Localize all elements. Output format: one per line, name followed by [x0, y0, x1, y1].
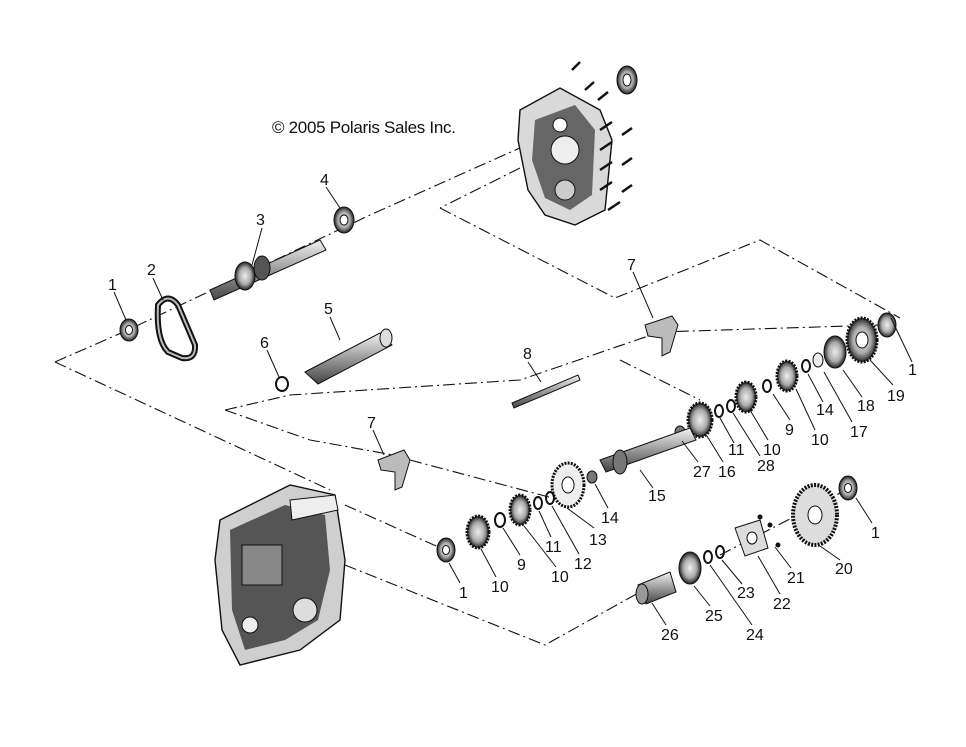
callout-1: 1 — [459, 585, 468, 602]
input-shaft-part-3 — [209, 239, 327, 301]
bearing-part-4 — [333, 206, 355, 234]
output-assembly — [635, 475, 858, 605]
callout-7: 7 — [627, 257, 636, 274]
bearing-part-1-left — [119, 318, 139, 342]
output-gear-line — [344, 564, 641, 646]
callout-23: 23 — [737, 585, 755, 602]
callout-9: 9 — [517, 557, 526, 574]
assembly-lines — [54, 129, 901, 646]
rear-case-cover — [517, 87, 613, 226]
callout-28: 28 — [757, 458, 775, 475]
o-ring-part-6 — [275, 376, 289, 392]
shift-shaft-part-5 — [304, 328, 393, 385]
callout-24: 24 — [746, 627, 764, 644]
callout-labels: 1 2 3 4 5 6 7 8 7 1 19 18 17 14 10 9 10 … — [108, 172, 917, 644]
callout-10: 10 — [811, 432, 829, 449]
bearing-to-case-line — [344, 504, 446, 551]
transmission-case — [214, 484, 346, 666]
callout-17: 17 — [850, 424, 868, 441]
callout-16: 16 — [718, 464, 736, 481]
shift-fork-upper-part-7 — [644, 315, 679, 357]
lower-fork-line — [224, 409, 411, 459]
callout-22: 22 — [773, 596, 791, 613]
upper-cover-outline-line — [439, 207, 901, 319]
callout-10: 10 — [551, 569, 569, 586]
callout-14: 14 — [816, 402, 834, 419]
lower-gear-stack — [436, 461, 598, 563]
callout-4: 4 — [320, 172, 329, 189]
callout-20: 20 — [835, 561, 853, 578]
callout-19: 19 — [887, 388, 905, 405]
callout-3: 3 — [256, 212, 265, 229]
callout-14: 14 — [601, 510, 619, 527]
callout-2: 2 — [147, 262, 156, 279]
fork-rail-part-8 — [511, 374, 581, 409]
leader-lines — [113, 186, 913, 626]
cover-seal — [616, 65, 638, 95]
fork-shaft-axis-line — [224, 324, 881, 411]
callout-9: 9 — [785, 422, 794, 439]
callout-8: 8 — [523, 346, 532, 363]
copyright-notice: © 2005 Polaris Sales Inc. — [272, 118, 456, 137]
callout-18: 18 — [857, 398, 875, 415]
callout-11: 11 — [545, 539, 562, 556]
main-shaft-axis-line — [54, 129, 561, 363]
cover-bolts — [571, 61, 633, 212]
callout-1: 1 — [871, 525, 880, 542]
callout-6: 6 — [260, 335, 269, 352]
cover-edge-line — [439, 167, 521, 209]
drive-chain-part-2 — [154, 295, 199, 362]
lower-shaft-axis-line — [409, 459, 561, 501]
shift-fork-lower-part-7 — [377, 449, 411, 491]
callout-10: 10 — [491, 579, 509, 596]
callout-1: 1 — [108, 277, 117, 294]
callout-25: 25 — [705, 608, 723, 625]
left-axis-drop-line — [54, 361, 331, 491]
callout-21: 21 — [787, 570, 805, 587]
callout-27: 27 — [693, 464, 711, 481]
callout-10: 10 — [763, 442, 781, 459]
callout-1: 1 — [908, 362, 917, 379]
callout-15: 15 — [648, 488, 666, 505]
callout-26: 26 — [661, 627, 679, 644]
callout-13: 13 — [589, 532, 607, 549]
countershaft-part-15 — [599, 427, 697, 475]
callout-12: 12 — [574, 556, 592, 573]
callout-5: 5 — [324, 301, 333, 318]
callout-11: 11 — [728, 442, 745, 459]
upper-gear-stack-line — [619, 359, 701, 401]
upper-gear-stack — [674, 312, 897, 439]
callout-7: 7 — [367, 415, 376, 432]
